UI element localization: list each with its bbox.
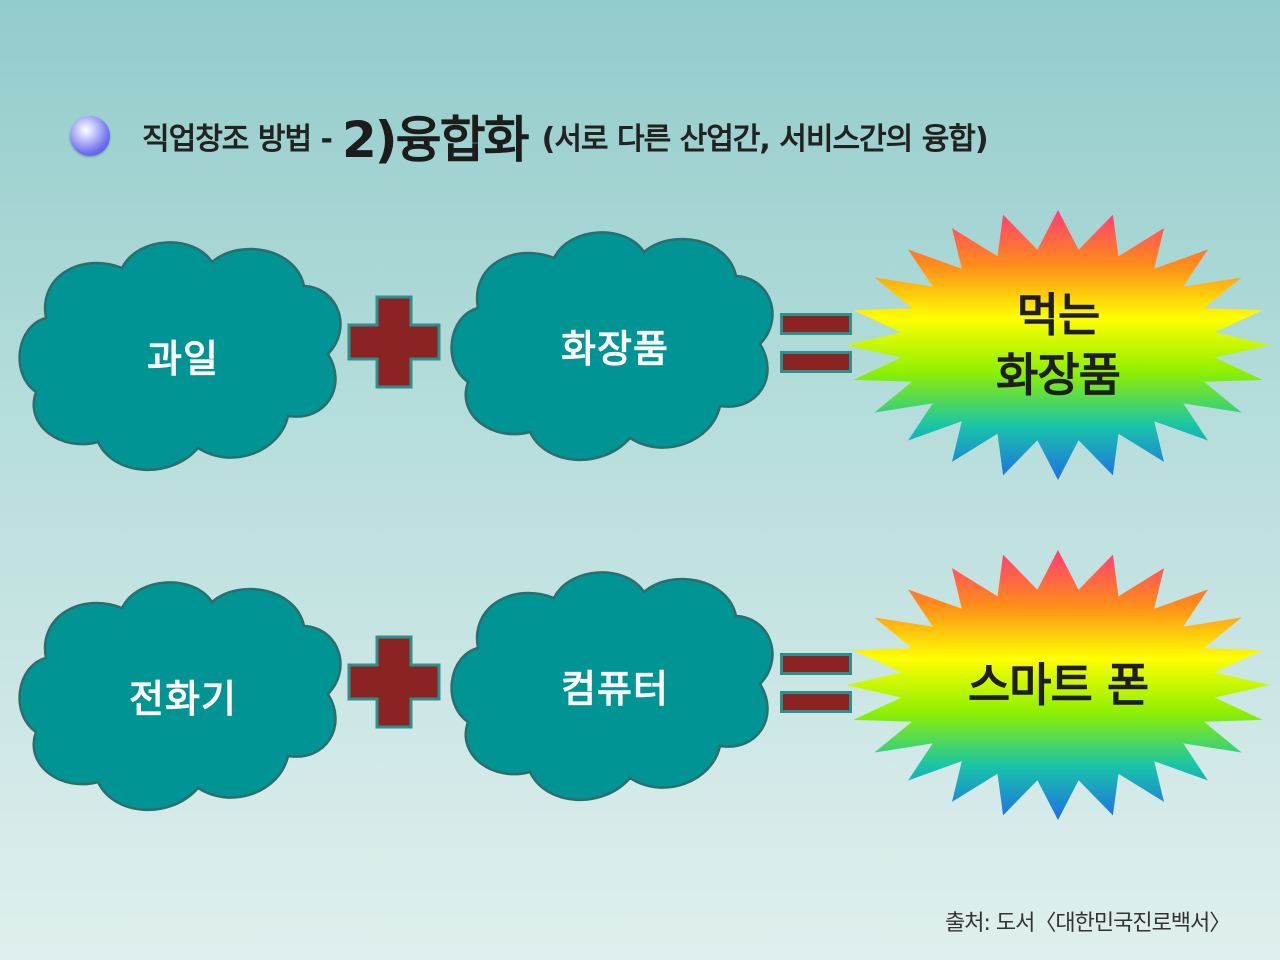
equals-icon <box>780 313 852 375</box>
bullet-sphere-icon <box>70 116 110 156</box>
title-prefix: 직업창조 방법 - <box>142 122 333 157</box>
cloud-shape <box>450 231 774 461</box>
title-emphasis: 2)융합화 <box>341 111 530 169</box>
cloud-right: 컴퓨터 <box>450 560 780 810</box>
equals-icon <box>780 653 852 715</box>
equation-row-1: 과일 화장품 먹는 화장품 <box>0 210 1280 480</box>
title-subtitle: (서로 다른 산업간, 서비스간의 융합) <box>541 122 989 157</box>
cloud-right-label: 컴퓨터 <box>561 666 669 711</box>
slide-title: 직업창조 방법 - 2)융합화 (서로 다른 산업간, 서비스간의 융합) <box>70 108 989 169</box>
cloud-shape <box>18 581 342 811</box>
equation-row-2: 전화기 컴퓨터 스마트 폰 <box>0 550 1280 820</box>
result-line-1: 먹는 <box>1016 288 1101 342</box>
result-label: 먹는 화장품 <box>848 210 1268 480</box>
starburst-polygon <box>848 550 1270 820</box>
result-line-2: 화장품 <box>996 348 1121 402</box>
result-label: 스마트 폰 <box>848 550 1268 820</box>
cloud-right-label: 화장품 <box>561 326 669 371</box>
cloud-left-label: 과일 <box>147 336 219 381</box>
starburst-shape <box>848 550 1270 820</box>
result-line-1: 스마트 폰 <box>967 658 1149 712</box>
result-starburst: 스마트 폰 <box>848 550 1278 820</box>
cloud-shape <box>18 241 342 471</box>
plus-icon <box>347 635 441 729</box>
cloud-left: 과일 <box>18 230 348 480</box>
cloud-left: 전화기 <box>18 570 348 820</box>
cloud-left-label: 전화기 <box>129 676 237 721</box>
cloud-shape <box>450 571 774 801</box>
starburst-shape <box>848 210 1270 480</box>
source-citation: 출처: 도서〈대한민국진로백서〉 <box>945 911 1231 936</box>
plus-icon <box>347 295 441 389</box>
starburst-polygon <box>848 210 1270 480</box>
result-starburst: 먹는 화장품 <box>848 210 1278 480</box>
cloud-right: 화장품 <box>450 220 780 470</box>
